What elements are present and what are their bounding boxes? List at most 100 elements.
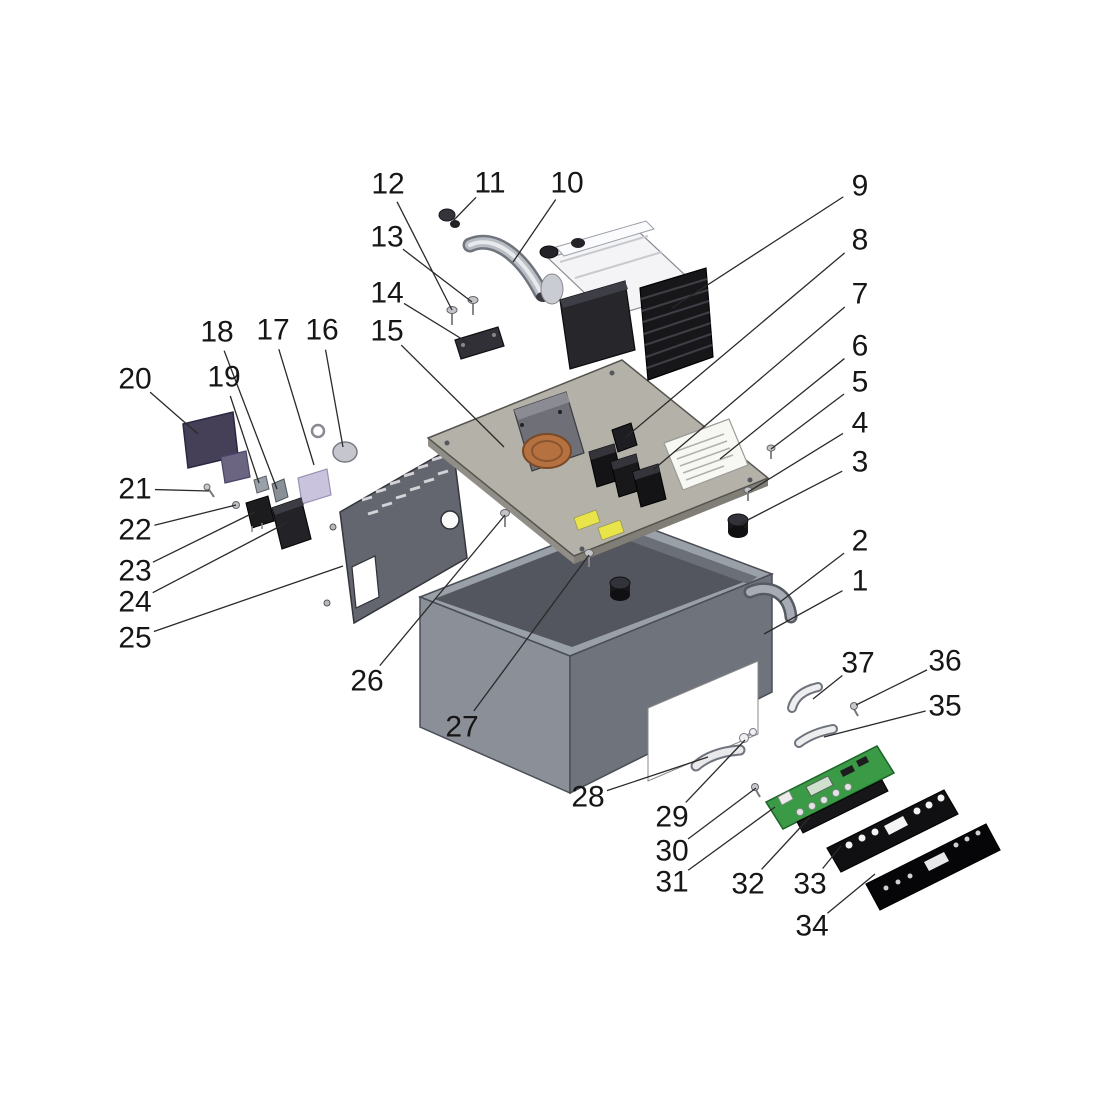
gasket-pad (297, 468, 332, 505)
pcb-ic-2 (856, 756, 869, 767)
leader-line-25 (153, 565, 344, 633)
screw-30 (751, 783, 761, 798)
part-number-22: 22 (118, 514, 151, 547)
transformer (513, 391, 585, 472)
round-disc (332, 441, 358, 463)
leader-line-8 (625, 252, 846, 438)
tube-35 (794, 724, 838, 748)
leader-line-3 (739, 470, 843, 525)
part-number-24: 24 (118, 586, 151, 619)
vent-slots (361, 455, 449, 516)
part-number-37: 37 (841, 647, 874, 680)
part-number-23: 23 (118, 555, 151, 588)
rubber-foot-left (609, 576, 631, 601)
leader-line-36 (855, 669, 928, 706)
part-number-33: 33 (793, 868, 826, 901)
plate-edge-left (428, 438, 574, 564)
part-number-9: 9 (852, 170, 869, 203)
leader-line-28 (606, 756, 709, 792)
finned-cooler (639, 267, 714, 381)
left-small-parts-group (182, 411, 358, 550)
housing-panel-cutout (647, 660, 759, 782)
pcb-display (805, 775, 834, 797)
leader-line-13 (402, 248, 473, 303)
panel-33-window (884, 816, 908, 835)
leader-line-35 (823, 710, 926, 738)
leader-line-24 (152, 522, 287, 594)
panel-33-holes (845, 794, 945, 849)
panel-screw-a (329, 523, 337, 531)
label-text-lines (673, 433, 734, 481)
part-number-10: 10 (550, 167, 583, 200)
panel-34-window (924, 852, 949, 871)
sensor-block-8 (611, 422, 638, 453)
leader-line-33 (822, 845, 842, 869)
motor-pump-assembly (438, 208, 714, 381)
leader-line-18 (223, 350, 278, 490)
leader-line-27 (473, 554, 590, 712)
part-number-16: 16 (305, 314, 338, 347)
leader-line-34 (827, 873, 876, 914)
part-number-4: 4 (852, 407, 869, 440)
leader-line-17 (278, 348, 315, 466)
fill-cap-b (571, 238, 585, 248)
part-number-36: 36 (928, 645, 961, 678)
part-number-7: 7 (852, 278, 869, 311)
part-number-12: 12 (371, 168, 404, 201)
leader-line-6 (719, 358, 845, 460)
part-number-14: 14 (370, 277, 403, 310)
leader-line-14 (403, 302, 471, 345)
part-number-26: 26 (350, 665, 383, 698)
control-pcb-31 (764, 745, 896, 830)
part-number-35: 35 (928, 690, 961, 723)
leader-line-2 (779, 552, 845, 603)
leader-line-10 (512, 199, 557, 263)
small-screw-21 (203, 483, 215, 498)
part-number-13: 13 (370, 221, 403, 254)
panel-round-hole (440, 510, 460, 530)
part-number-20: 20 (118, 363, 151, 396)
part-number-8: 8 (852, 224, 869, 257)
transformer-coil (522, 433, 572, 469)
front-panel-33 (826, 789, 959, 873)
housing-right-face (569, 572, 773, 795)
part-number-11: 11 (474, 167, 505, 200)
screw-13 (467, 296, 479, 315)
part-number-27: 27 (445, 711, 478, 744)
leader-line-19 (229, 395, 260, 484)
pcb-connector (777, 790, 794, 806)
part-number-34: 34 (795, 910, 828, 943)
tube-fitting-29 (739, 728, 757, 743)
leader-line-21 (154, 488, 210, 492)
part-number-17: 17 (256, 314, 289, 347)
part-number-15: 15 (370, 315, 403, 348)
rubber-foot-right (727, 513, 749, 538)
panel-screw-b (323, 599, 331, 607)
leader-line-4 (747, 432, 844, 493)
overlay-panel-34 (865, 823, 1001, 911)
plate-corner-screws (444, 370, 753, 552)
micro-switch-23 (245, 495, 275, 532)
leader-line-9 (671, 196, 844, 309)
part-number-5: 5 (852, 366, 869, 399)
part-number-19: 19 (207, 361, 240, 394)
screw-36 (850, 702, 859, 717)
part-number-30: 30 (655, 835, 688, 868)
housing-box-group (417, 513, 798, 795)
part-number-3: 3 (852, 446, 869, 479)
relay-bank (588, 443, 667, 508)
screw-27 (584, 549, 594, 567)
part-number-31: 31 (655, 866, 688, 899)
elbow-tube-37 (787, 682, 823, 713)
part-number-29: 29 (655, 801, 688, 834)
screw-26 (500, 509, 510, 527)
wiring-label (663, 418, 749, 491)
carry-handle (743, 582, 798, 624)
leader-line-32 (761, 816, 811, 870)
leader-line-7 (652, 306, 846, 471)
cover-plate-small (220, 450, 251, 484)
clip-bracket-19 (253, 475, 270, 494)
